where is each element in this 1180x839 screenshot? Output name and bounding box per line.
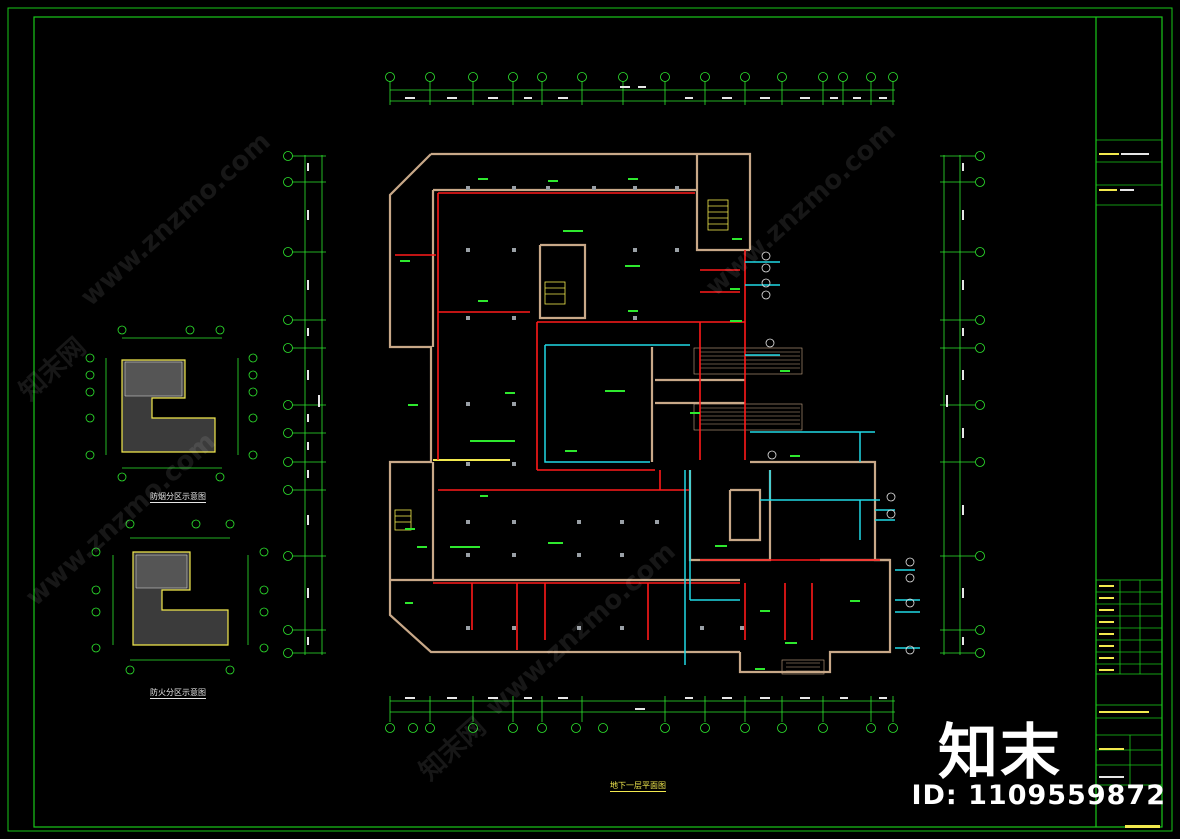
plan-title: 地下一层平面图 [610,781,666,792]
red-fire-pipes [395,192,880,650]
top-dimension-marks [405,86,887,99]
subplan-smoke-title: 防烟分区示意图 [150,492,206,503]
top-axis-grid [385,72,898,105]
bottom-axis-grid [385,696,898,733]
stair-hatching [693,347,825,675]
right-axis-grid [940,151,985,658]
drawing-frame [7,7,1173,832]
watermark-brand: 知末 [938,718,1062,788]
yellow-stair-marks [394,199,729,531]
left-dimension-marks [307,163,320,645]
pipe-annotations [400,178,860,670]
right-dimension-marks [946,163,964,645]
subplan-fire-zones [91,519,269,675]
column-markers [466,186,744,630]
left-axis-grid [283,151,326,658]
fitting-circles [761,251,915,655]
bottom-dimension-marks [405,697,887,710]
watermark-id: ID: 1109559872 [911,780,1166,811]
subplan-smoke-zones [85,325,258,482]
title-block-text-marks [1099,153,1160,828]
title-block [1095,139,1163,786]
cyan-pipes [544,261,920,665]
subplan-fire-title: 防火分区示意图 [150,688,206,699]
